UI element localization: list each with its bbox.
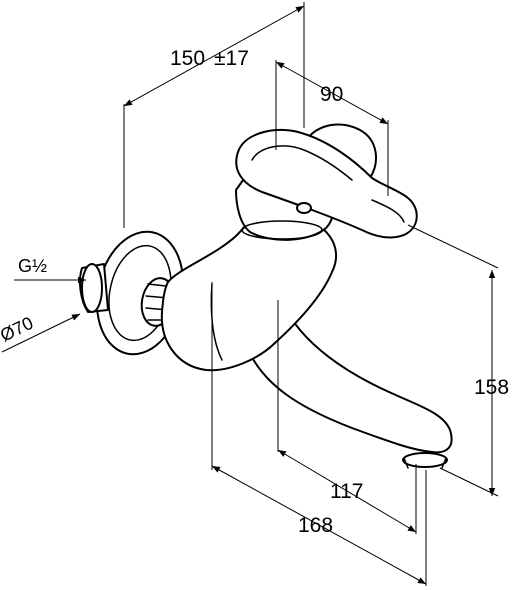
faucet-illustration (79, 123, 453, 469)
lever-pivot (296, 202, 312, 214)
dim-width-tolerance: ±17 (214, 47, 249, 70)
dim-total-reach: 168 (298, 514, 333, 537)
spout-aerator (402, 452, 448, 468)
dim-spout-reach: 117 (330, 480, 363, 503)
dim-height: 158 (474, 376, 509, 399)
dim-rosette-diameter: Ø70 (0, 313, 36, 346)
dim-thread: G½ (18, 256, 47, 276)
lever-front (235, 129, 418, 239)
mixer-body (160, 218, 338, 372)
dimension-lines (1, 2, 499, 586)
dim-lever-depth: 90 (320, 83, 343, 106)
dim-width-total: 150 (170, 47, 205, 70)
spout (245, 295, 453, 454)
